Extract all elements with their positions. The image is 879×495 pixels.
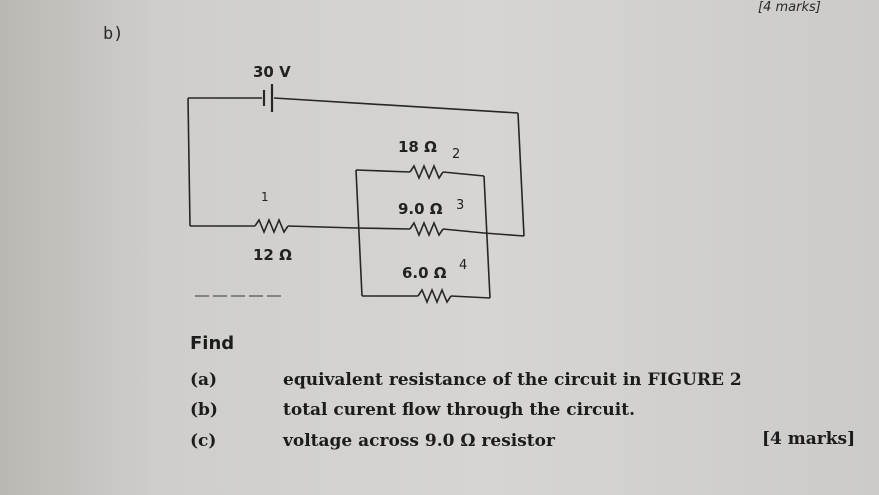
resistor-18-label: 18 Ω bbox=[398, 138, 437, 156]
resistor-9-note: 3 bbox=[456, 198, 465, 213]
parallel-right bbox=[483, 175, 491, 299]
question-text: total curent flow through the circuit. bbox=[283, 400, 635, 420]
resistor-12-note: 1 bbox=[261, 190, 269, 204]
question-letter: (b) bbox=[190, 400, 218, 420]
resistor-9-label: 9.0 Ω bbox=[398, 200, 443, 218]
branch-6-right bbox=[450, 295, 491, 299]
resistor-6 bbox=[417, 287, 452, 305]
resistor-18 bbox=[409, 163, 444, 181]
branch-18-right bbox=[442, 171, 485, 177]
find-heading: Find bbox=[190, 333, 235, 354]
wire-to-junction bbox=[287, 225, 357, 229]
branch-9-right bbox=[442, 228, 485, 234]
top-marks-label: [4 marks] bbox=[758, 0, 821, 15]
question-text: voltage across 9.0 Ω resistor bbox=[283, 431, 555, 451]
wire-junction-right bbox=[483, 232, 525, 237]
branch-9-left bbox=[355, 227, 411, 230]
wire-right bbox=[517, 112, 525, 237]
question-letter: (c) bbox=[190, 431, 217, 451]
resistor-6-note: 4 bbox=[459, 258, 468, 273]
resistor-9 bbox=[409, 220, 444, 238]
battery-label: 30 V bbox=[253, 63, 291, 81]
parallel-left bbox=[355, 169, 363, 297]
part-label: b) bbox=[103, 24, 124, 44]
question-text: equivalent resistance of the circuit in … bbox=[283, 370, 742, 390]
resistor-6-label: 6.0 Ω bbox=[402, 264, 447, 282]
resistor-12-label: 12 Ω bbox=[253, 246, 292, 264]
marks-label: [4 marks] bbox=[762, 429, 856, 449]
wire-left bbox=[187, 97, 191, 227]
question-letter: (a) bbox=[190, 370, 218, 390]
resistor-18-note: 2 bbox=[452, 147, 461, 162]
wire-top-right bbox=[273, 97, 519, 114]
resistor-12 bbox=[254, 217, 289, 235]
branch-18-left bbox=[355, 169, 411, 173]
